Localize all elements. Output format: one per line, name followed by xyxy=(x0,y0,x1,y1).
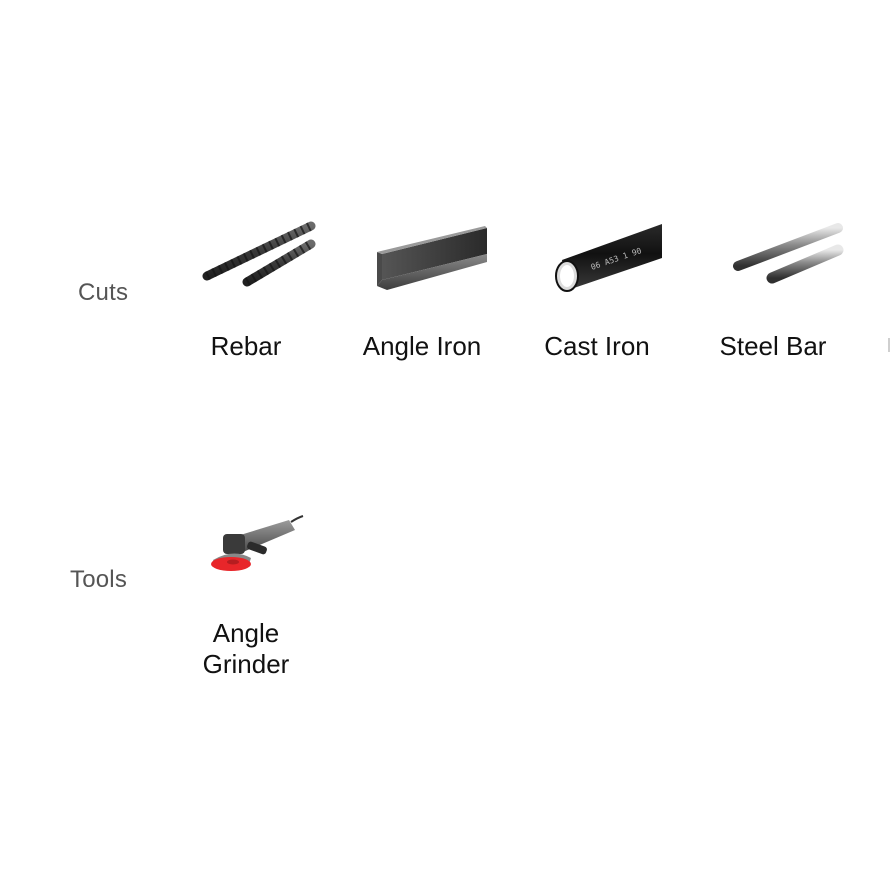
steel-bar-label: Steel Bar xyxy=(719,331,827,361)
tools-row-label: Tools xyxy=(70,566,128,593)
cuts-row-label: Cuts xyxy=(78,279,129,306)
steel-bar-icon xyxy=(698,214,848,294)
rebar-icon xyxy=(171,214,321,294)
angle-iron-label: Angle Iron xyxy=(362,331,482,361)
cast-iron-label: Cast Iron xyxy=(544,331,650,361)
angle-iron-icon xyxy=(347,214,497,294)
cast-iron-pipe-icon: 06 A53 1 90 xyxy=(522,214,672,294)
next-item-edge xyxy=(888,338,890,352)
angle-grinder-icon xyxy=(171,506,321,586)
rebar-label: Rebar xyxy=(210,331,282,361)
angle-grinder-label: Angle Grinder xyxy=(202,618,290,679)
